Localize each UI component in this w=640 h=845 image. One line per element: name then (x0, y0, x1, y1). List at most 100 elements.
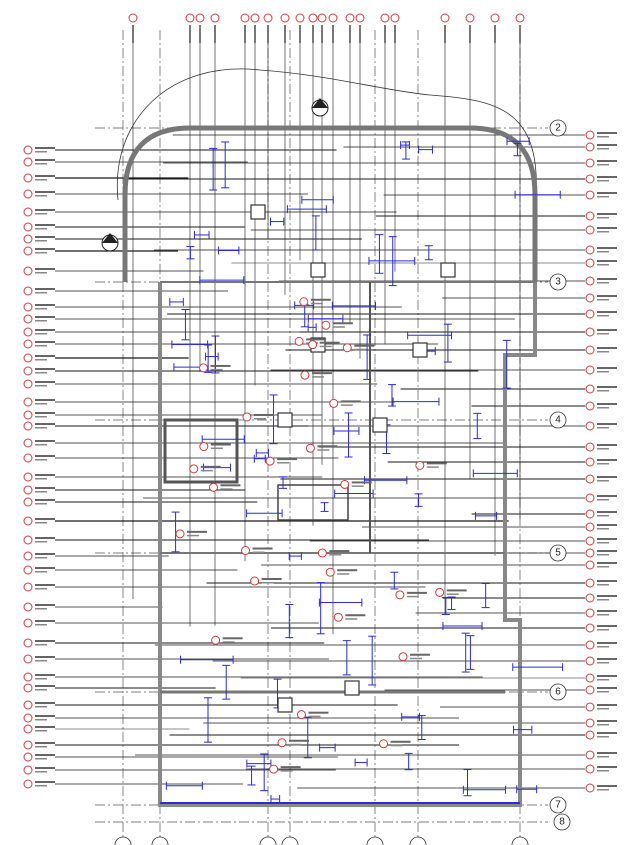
top-tag (465, 13, 475, 23)
tag-text (308, 711, 329, 714)
tag-text (332, 322, 353, 325)
exterior-wall-upper (122, 125, 538, 282)
tag-text (284, 25, 286, 43)
tag-text (597, 329, 617, 331)
tag-text (597, 495, 617, 497)
left-tag (23, 410, 33, 420)
tag-text (597, 132, 617, 134)
tag-text (597, 299, 609, 301)
tag-text (597, 347, 617, 349)
tag-text (35, 341, 55, 343)
tag-text (35, 553, 55, 555)
right-tag (585, 656, 595, 666)
grid-bubble-bottom (114, 836, 132, 845)
right-tag (585, 365, 595, 375)
tag-text (494, 25, 496, 43)
tag-text (35, 147, 55, 149)
tag-text (35, 329, 55, 331)
tag-text (35, 726, 55, 728)
tag-text (35, 403, 47, 405)
top-tag (185, 13, 195, 23)
tag-text (35, 584, 55, 586)
column (250, 204, 266, 220)
left-tag (23, 551, 33, 561)
left-tag (23, 700, 33, 710)
interior-tag (199, 442, 209, 452)
top-tag (250, 13, 260, 23)
tag-text (406, 591, 427, 594)
left-tag (23, 618, 33, 628)
tag-text (35, 228, 47, 230)
grid-bubble-bottom (409, 836, 427, 845)
tag-text (35, 478, 47, 480)
left-tag (23, 683, 33, 693)
tag-text (597, 311, 617, 313)
tag-text (35, 385, 47, 387)
tag-text (35, 308, 47, 310)
interior-tag (317, 548, 327, 558)
interior-tag (300, 370, 310, 380)
tag-text (337, 573, 350, 575)
left-tag (23, 565, 33, 575)
right-tag (585, 548, 595, 558)
tag-text (597, 562, 617, 564)
tag-text (311, 372, 332, 375)
tag-text (597, 610, 617, 612)
column (344, 680, 360, 696)
tag-text (597, 566, 609, 568)
tag-text (329, 550, 350, 553)
interior-tag (294, 336, 304, 346)
tag-text (210, 368, 223, 371)
interior-tag (379, 739, 389, 749)
column (310, 262, 326, 278)
tag-text (597, 427, 609, 429)
tag-text (390, 744, 403, 747)
left-tag (23, 516, 33, 526)
tag-text (35, 368, 55, 370)
tag-text (597, 687, 617, 689)
left-tag (23, 145, 33, 155)
left-tag (23, 327, 33, 337)
tag-text (35, 537, 55, 539)
tag-text (35, 781, 55, 783)
tag-text (597, 196, 609, 198)
tag-text (35, 624, 47, 626)
right-tag (585, 258, 595, 268)
tag-text (35, 272, 47, 274)
right-tag (585, 608, 595, 618)
tag-text (597, 511, 617, 513)
interior-tag (211, 635, 221, 645)
tag-text (35, 224, 55, 226)
tag-text (597, 595, 617, 597)
top-tag (195, 13, 205, 23)
tag-text (35, 620, 55, 622)
tag-text (410, 657, 423, 660)
tag-text (253, 417, 266, 420)
tag-text (35, 541, 47, 543)
tag-text (244, 25, 246, 43)
tag-text (35, 656, 55, 658)
tag-text (35, 746, 47, 748)
grid-label-5: 5 (555, 548, 561, 559)
dimension-marks (165, 137, 564, 804)
left-tag (23, 266, 33, 276)
grid-bubble-4 (549, 411, 567, 429)
tag-text (35, 588, 47, 590)
right-tag (585, 493, 595, 503)
tag-text (597, 247, 617, 249)
tag-text (311, 376, 324, 378)
right-tag (585, 750, 595, 760)
tag-text (384, 25, 386, 43)
tag-text (597, 675, 617, 677)
tag-text (597, 599, 609, 601)
stair-box (277, 484, 349, 521)
grid-bubble-8 (553, 813, 571, 831)
left-tag (23, 397, 33, 407)
left-tag (23, 421, 33, 431)
interior-tag (265, 456, 275, 466)
left-tag (23, 472, 33, 482)
interior-tag (277, 738, 287, 748)
top-tag (128, 13, 138, 23)
column (277, 697, 293, 713)
